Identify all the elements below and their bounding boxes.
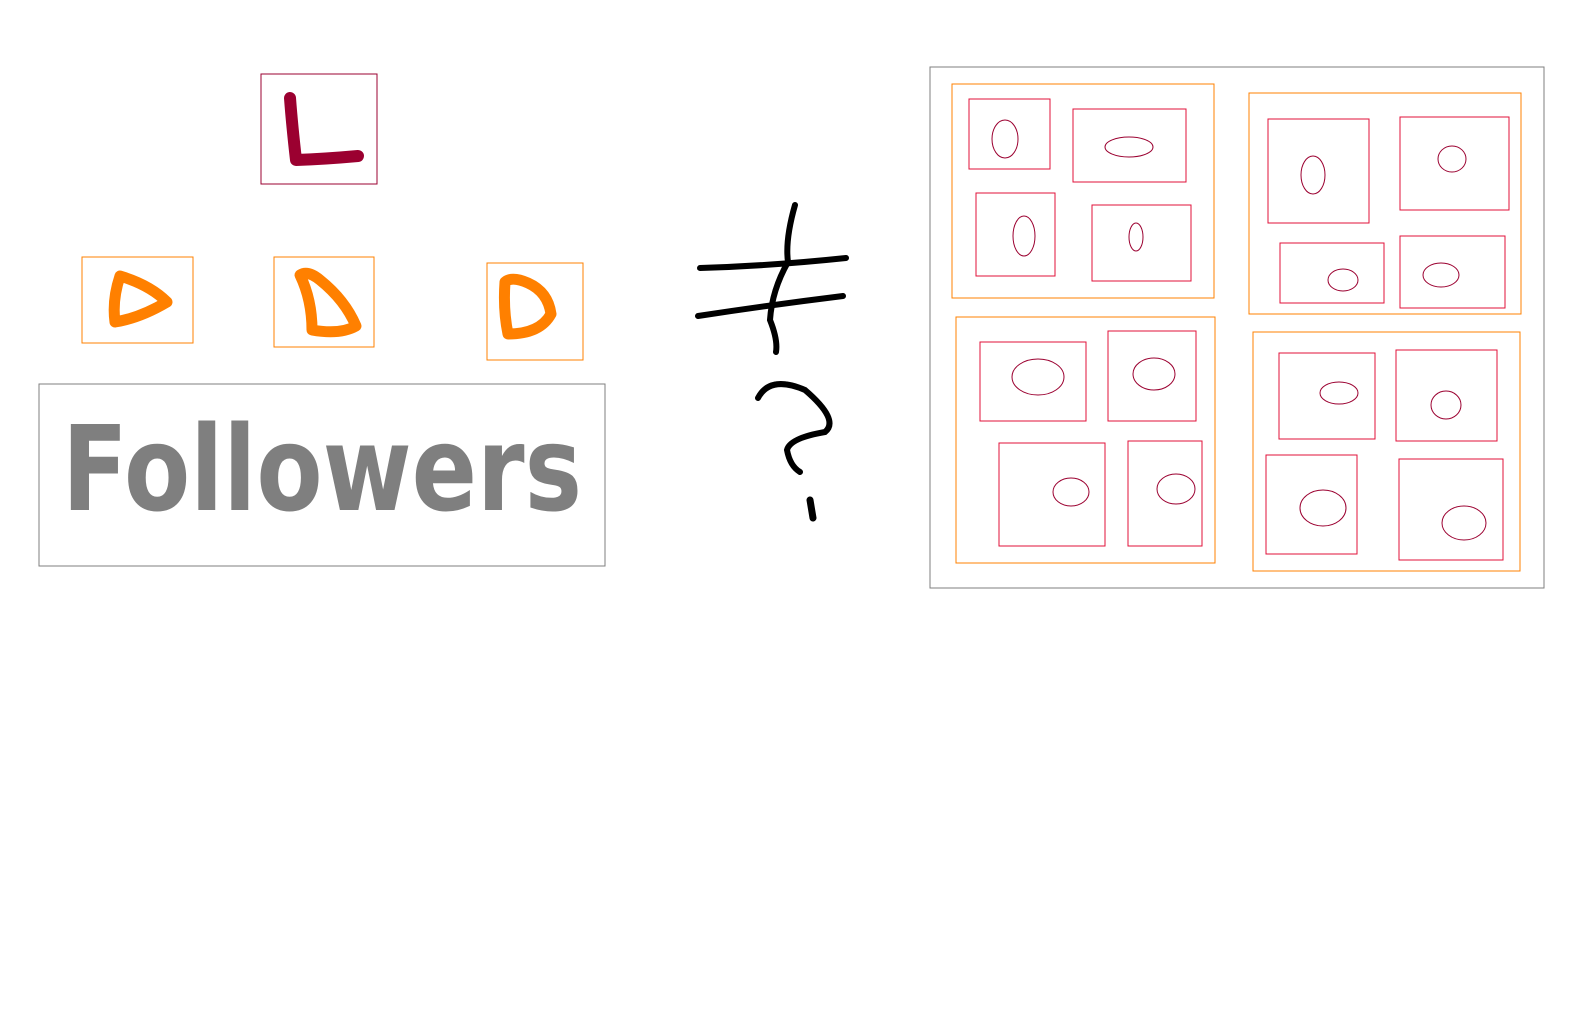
item-ellipse: [1300, 155, 1326, 195]
item-box: [975, 192, 1056, 277]
item-ellipse: [1430, 390, 1462, 420]
member-node-1: D: [81, 256, 194, 344]
item-box: [1127, 440, 1203, 547]
group-box-3: [955, 316, 1216, 564]
right-diagram: [929, 66, 1545, 589]
group-box-4: [1252, 331, 1521, 572]
member-node-2: D: [273, 256, 375, 348]
item-ellipse: [1132, 357, 1176, 391]
item-box: [1399, 116, 1510, 211]
item-ellipse: [1299, 489, 1347, 527]
item-box: [1399, 235, 1506, 309]
not-equal-slash: [766, 202, 798, 355]
question-dot: [806, 496, 817, 522]
leader-box: [260, 73, 378, 185]
item-box: [1072, 108, 1187, 183]
item-box: [1279, 242, 1385, 304]
leader-node: L: [260, 73, 378, 185]
member-box-3: [486, 262, 584, 361]
item-ellipse: [1128, 222, 1144, 252]
member-box-2: [273, 256, 375, 348]
item-box: [1278, 352, 1376, 440]
item-ellipse: [1437, 145, 1467, 173]
followers-node: Followers: [38, 383, 606, 567]
item-box: [1267, 118, 1370, 224]
group-box-1: [951, 83, 1215, 299]
item-ellipse: [1052, 477, 1090, 507]
group-2: [1248, 92, 1522, 315]
item-box: [1107, 330, 1197, 422]
middle-symbols: ≠ ?: [695, 202, 849, 522]
item-ellipse: [991, 119, 1019, 159]
group-4: [1252, 331, 1521, 572]
item-box: [1395, 349, 1498, 442]
leader-letter-stroke: [284, 92, 364, 166]
item-box: [998, 442, 1106, 547]
item-ellipse: [1012, 215, 1036, 257]
member-node-3: D: [486, 262, 584, 361]
member-box-1: [81, 256, 194, 344]
item-ellipse: [1441, 505, 1487, 541]
item-ellipse: [1422, 262, 1460, 288]
not-equal-line-top: [697, 255, 849, 271]
item-ellipse: [1327, 268, 1359, 292]
item-ellipse: [1104, 136, 1154, 158]
group-3: [955, 316, 1216, 564]
item-box: [1398, 458, 1504, 561]
question-symbol: ?: [755, 381, 833, 522]
group-1: [951, 83, 1215, 299]
not-equal-symbol: ≠: [695, 202, 849, 355]
item-ellipse: [1156, 473, 1196, 505]
member-letter-stroke-2: [294, 267, 362, 338]
item-box: [1091, 204, 1192, 282]
member-letter-stroke-3: [498, 273, 557, 340]
followers-label: Followers: [62, 400, 582, 538]
question-curve: [755, 381, 833, 475]
followers-box: [38, 383, 606, 567]
item-box: [979, 341, 1087, 422]
item-box: [1265, 454, 1358, 555]
item-ellipse: [1319, 381, 1359, 405]
item-box: [968, 98, 1051, 170]
left-diagram: L D D D Followers: [38, 73, 606, 567]
item-ellipse: [1011, 358, 1065, 396]
member-letter-stroke-1: [108, 270, 173, 328]
group-box-2: [1248, 92, 1522, 315]
outer-container: [929, 66, 1545, 589]
